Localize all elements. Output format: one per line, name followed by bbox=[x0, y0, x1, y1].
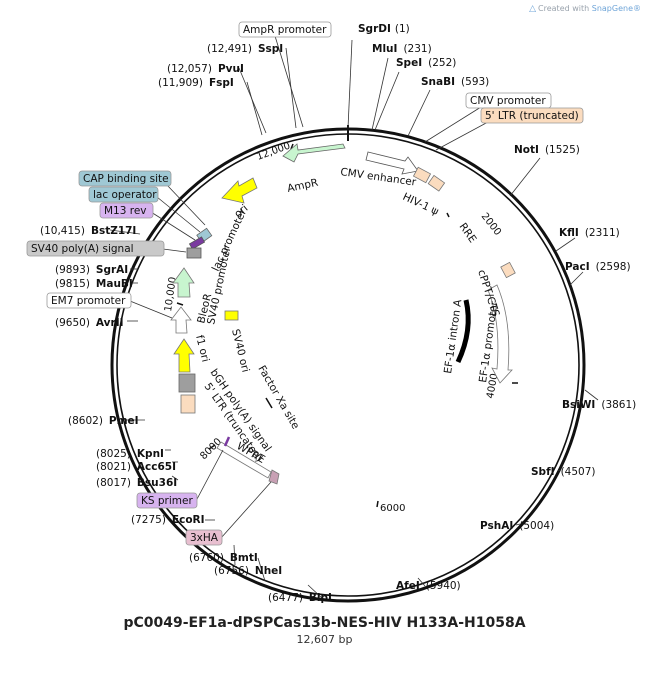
site-snabi: SnaBI(593) bbox=[421, 76, 489, 88]
boxed-label-ampr-promoter: AmpR promoter bbox=[238, 21, 332, 38]
bleor-arrow bbox=[172, 267, 195, 298]
tick-label-4000: 4000 bbox=[485, 373, 500, 400]
site-spei: SpeI(252) bbox=[396, 57, 456, 69]
tick-mark bbox=[376, 500, 379, 508]
boxed-label-cmv-promoter: CMV promoter bbox=[465, 92, 552, 109]
site-leader-lines bbox=[109, 35, 599, 599]
site-sgrdi: SgrDI(1) bbox=[358, 23, 410, 35]
factor-xa-mark bbox=[265, 397, 273, 409]
tick-mark bbox=[446, 212, 450, 218]
svg-text:CAP binding site: CAP binding site bbox=[83, 173, 169, 185]
site-bsu36i: (8017)Bsu36I bbox=[96, 477, 177, 489]
site-kpni: (8025)KpnI bbox=[96, 448, 164, 460]
svg-text:3xHA: 3xHA bbox=[190, 532, 219, 544]
ltr5-box bbox=[412, 166, 432, 184]
cppt-box bbox=[500, 261, 516, 279]
tick-mark bbox=[208, 444, 216, 450]
boxed-label-m13rev: M13 rev bbox=[99, 202, 154, 219]
label-hiv1-psi: HIV-1 ψ bbox=[401, 191, 441, 218]
sv40-ori-box bbox=[224, 310, 239, 321]
snapgene-logo-icon: △ bbox=[529, 4, 537, 14]
site-kfli: KflI(2311) bbox=[559, 227, 620, 239]
site-pshai: PshAI(5004) bbox=[480, 520, 554, 532]
ampr-arrow bbox=[282, 143, 346, 163]
site-fspi: (11,909)FspI bbox=[158, 77, 234, 89]
wpre-bar bbox=[216, 441, 272, 479]
svg-text:AmpR promoter: AmpR promoter bbox=[243, 24, 327, 36]
site-bsiwi: BsiWI(3861) bbox=[562, 399, 636, 411]
tick-label-6000: 6000 bbox=[380, 503, 405, 514]
boxed-label-em7-promoter: EM7 promoter bbox=[46, 292, 132, 309]
site-avrii: (9650)AvrII bbox=[55, 317, 124, 329]
site-paci: PacI(2598) bbox=[565, 261, 631, 273]
m13rev-box bbox=[188, 236, 206, 250]
svg-text:CMV promoter: CMV promoter bbox=[470, 95, 546, 107]
boxed-label-sv40-polya: SV40 poly(A) signal bbox=[26, 240, 165, 257]
f1-ori-arrow bbox=[173, 338, 195, 373]
site-sbfi: SbfI(4507) bbox=[531, 466, 595, 478]
hiv-psi-box bbox=[427, 174, 446, 192]
tick-label-10000: 10,000 bbox=[163, 276, 179, 312]
boxed-label-5ltr: 5' LTR (truncated) bbox=[480, 107, 584, 124]
boxed-label-lac-operator: lac operator bbox=[88, 186, 159, 203]
snapgene-watermark: △Created with SnapGene® bbox=[529, 4, 641, 14]
boxed-label-3xha: 3xHA bbox=[185, 529, 223, 546]
cmv-enhancer-arrow bbox=[365, 151, 419, 175]
site-sgrai: (9893)SgrAI bbox=[55, 264, 128, 276]
watermark-text: Created with bbox=[538, 4, 592, 13]
bgh-polya-box bbox=[178, 373, 196, 393]
svg-text:KS primer: KS primer bbox=[141, 495, 193, 507]
ha-tag-box bbox=[268, 469, 280, 485]
tick-mark bbox=[176, 302, 184, 306]
site-maubi: (9815)MauBI bbox=[55, 278, 133, 290]
label-factor-xa: Factor Xa site bbox=[255, 364, 301, 432]
site-bmti: (6760)BmtI bbox=[189, 552, 258, 564]
site-blpi: (6477)BlpI bbox=[268, 592, 332, 604]
ef1a-intron-bar bbox=[455, 299, 471, 364]
watermark-brand: SnapGene® bbox=[591, 4, 641, 13]
tick-mark bbox=[290, 143, 294, 150]
svg-text:EM7 promoter: EM7 promoter bbox=[51, 295, 126, 307]
ori-arrow bbox=[221, 177, 258, 204]
site-nhei: (6756)NheI bbox=[214, 565, 282, 577]
svg-text:M13 rev: M13 rev bbox=[104, 205, 147, 217]
site-acc65i: (8021)Acc65I bbox=[96, 461, 176, 473]
site-bstz17i: (10,415)BstZ17I bbox=[40, 225, 136, 237]
ef1a-promoter-arrow bbox=[487, 284, 513, 384]
svg-text:SV40 poly(A) signal: SV40 poly(A) signal bbox=[31, 243, 134, 255]
plasmid-name: pC0049-EF1a-dPSPCas13b-NES-HIV H133A-H10… bbox=[123, 615, 526, 631]
site-pvui: (12,057)PvuI bbox=[167, 63, 244, 75]
em7-arrow bbox=[170, 306, 192, 334]
svg-text:5' LTR (truncated): 5' LTR (truncated) bbox=[485, 110, 579, 122]
label-ef1a-intron: EF-1α intron A bbox=[442, 298, 464, 375]
label-sv40-ori: SV40 ori bbox=[229, 328, 251, 374]
site-mlui: MluI(231) bbox=[372, 43, 432, 55]
box-leader-lines bbox=[129, 106, 489, 539]
site-afei: AfeI(5940) bbox=[396, 580, 461, 592]
site-noti: NotI(1525) bbox=[514, 144, 580, 156]
site-pmei: (8602)PmeI bbox=[68, 415, 139, 427]
ltr3-box bbox=[180, 394, 196, 414]
sv40-polya-box bbox=[186, 247, 202, 259]
tick-label-12000: 12,000 bbox=[255, 141, 292, 163]
tick-label-2000: 2000 bbox=[479, 211, 503, 238]
site-ecori: (7275)EcoRI bbox=[131, 514, 205, 526]
plasmid-size: 12,607 bp bbox=[296, 633, 353, 646]
ks-primer-mark bbox=[223, 436, 231, 447]
label-rre: RRE bbox=[457, 221, 479, 245]
boxed-label-cap-binding-site: CAP binding site bbox=[78, 170, 172, 187]
label-ampr: AmpR bbox=[286, 177, 319, 195]
boxed-label-ks-primer: KS primer bbox=[136, 492, 198, 509]
svg-text:lac operator: lac operator bbox=[93, 189, 157, 201]
label-f1-ori: f1 ori bbox=[193, 334, 211, 363]
site-sspi: (12,491)SspI bbox=[207, 43, 283, 55]
